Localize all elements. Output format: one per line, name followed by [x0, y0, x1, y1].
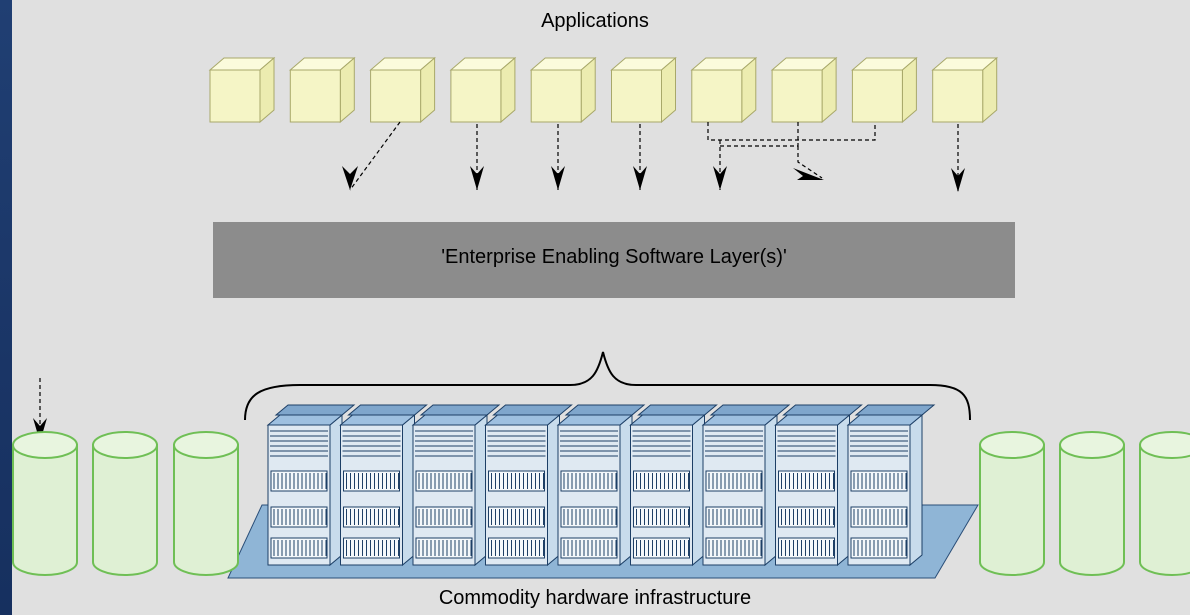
enabling-software-layer: 'Enterprise Enabling Software Layer(s)' [213, 222, 1015, 298]
arrowhead-icon [33, 418, 47, 442]
arrowhead-icon [342, 166, 358, 190]
server-rack [629, 404, 718, 567]
server-racks [266, 404, 936, 567]
server-rack [266, 404, 356, 567]
storage-cylinders [12, 431, 1190, 576]
server-rack [846, 404, 936, 567]
application-cubes [208, 56, 999, 124]
storage-cylinder [979, 431, 1045, 576]
infrastructure-title: Commodity hardware infrastructure [438, 587, 752, 609]
application-cube [369, 56, 436, 124]
arrowhead-icon [551, 166, 565, 190]
arrowheads [33, 166, 965, 442]
arrowhead-icon [633, 166, 647, 190]
arrowhead-icon [470, 166, 484, 190]
grouping-brace [244, 351, 971, 421]
app-arrow-merge [707, 122, 876, 141]
server-rack [339, 404, 428, 567]
enabling-software-layer-label: 'Enterprise Enabling Software Layer(s)' [441, 246, 787, 268]
application-cube [288, 56, 356, 124]
application-cube [851, 56, 918, 124]
arrowhead-icon [793, 168, 824, 180]
application-cube [770, 56, 838, 124]
application-cube [610, 56, 677, 124]
applications-title: Applications [541, 10, 649, 32]
arrowhead-icon [713, 166, 727, 190]
server-rack [484, 404, 573, 567]
storage-cylinder [1059, 431, 1125, 576]
server-rack [411, 404, 501, 567]
application-cube [529, 56, 597, 124]
application-cube [449, 56, 517, 124]
arrowhead-icon [951, 168, 965, 192]
storage-cylinder [92, 431, 158, 576]
server-rack [774, 404, 863, 567]
storage-cylinder [173, 431, 239, 576]
storage-cylinder [12, 431, 78, 576]
app-arrow [349, 121, 401, 191]
application-cube [208, 56, 276, 124]
server-rack [701, 404, 791, 567]
app-arrow-merge [720, 122, 799, 147]
application-cube [931, 56, 999, 124]
app-arrow [797, 146, 823, 179]
application-cube [690, 56, 758, 124]
storage-cylinder [1139, 431, 1190, 576]
server-rack [556, 404, 646, 567]
